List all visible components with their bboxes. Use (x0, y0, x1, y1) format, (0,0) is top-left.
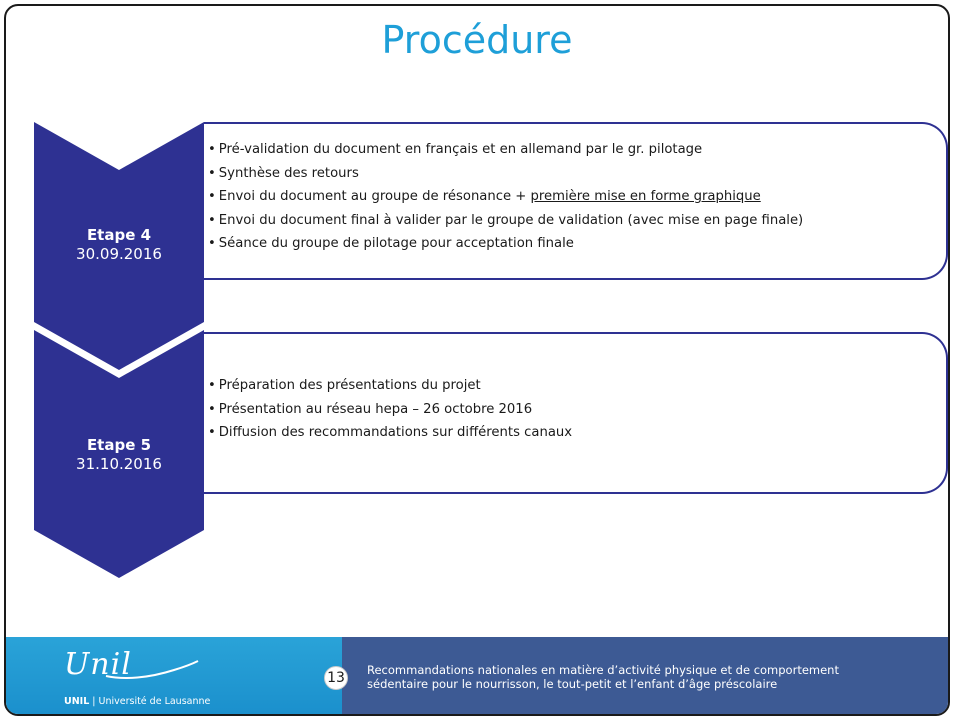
logo-swash-icon (105, 660, 199, 679)
slide-title: Procédure (381, 18, 573, 62)
step-4-label: Etape 4 (86, 226, 152, 244)
step-4-bullet: Envoi du document au groupe de résonance… (208, 185, 803, 209)
step-4-bullet: Synthèse des retours (208, 162, 803, 186)
step-5-bullet: Préparation des présentations du projet (208, 374, 572, 398)
footer-logo-panel (6, 637, 342, 714)
step-5-bullet: Présentation au réseau hepa – 26 octobre… (208, 398, 572, 422)
step-4-text: Etape 4 30.09.2016 (34, 226, 204, 263)
footer-caption: Recommandations nationales en matière d’… (367, 663, 839, 691)
unil-logo: Unil (64, 647, 132, 682)
step-5-text: Etape 5 31.10.2016 (34, 436, 204, 473)
step-4-chevron-shape (34, 122, 204, 370)
step-5-chevron: Etape 5 31.10.2016 (34, 330, 204, 578)
step-4-bullet: Séance du groupe de pilotage pour accept… (208, 232, 803, 256)
underlined-text: première mise en forme graphique (530, 189, 761, 204)
step-4-bullet: Pré-validation du document en français e… (208, 138, 803, 162)
step-4-chevron: Etape 4 30.09.2016 (34, 122, 204, 370)
page-number: 13 (324, 666, 348, 690)
step-4-bullet: Envoi du document final à valider par le… (208, 209, 803, 233)
step-5-bullets: Préparation des présentations du projet … (208, 374, 572, 445)
step-4-date: 30.09.2016 (76, 245, 162, 263)
slide-frame: Procédure Etape 4 30.09.2016 Pré-validat… (4, 4, 950, 716)
step-5-chevron-shape (34, 330, 204, 578)
logo-caption: UNIL | Université de Lausanne (64, 696, 211, 707)
footer-text-panel (342, 637, 948, 714)
step-5-date: 31.10.2016 (76, 455, 162, 473)
step-5-bullet: Diffusion des recommandations sur différ… (208, 421, 572, 445)
step-4-bullets: Pré-validation du document en français e… (208, 138, 803, 256)
step-5-label: Etape 5 (86, 436, 152, 454)
